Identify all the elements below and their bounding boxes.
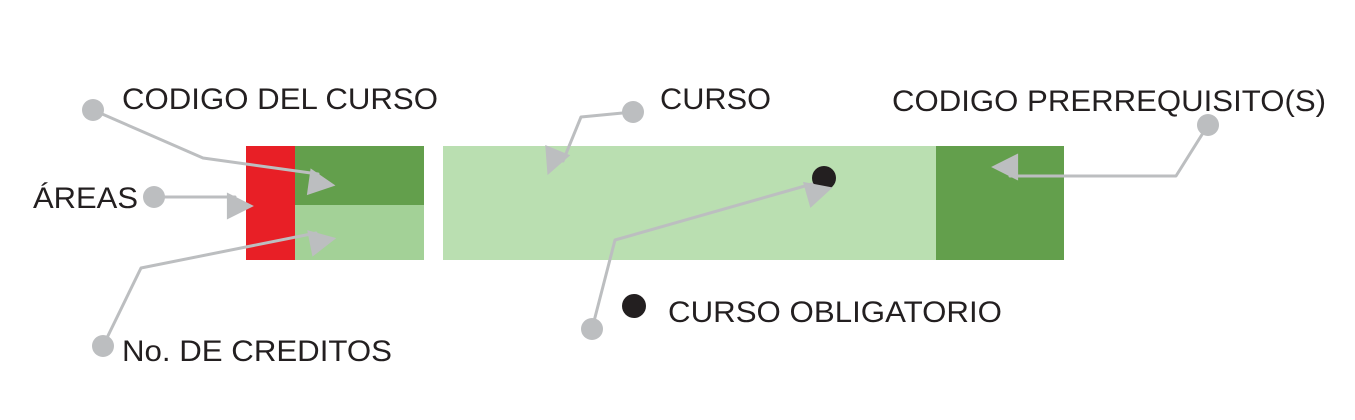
credits-label: No. DE CREDITOS	[122, 335, 392, 368]
course-leader-dot	[622, 101, 644, 123]
course-code-cell	[295, 146, 424, 205]
credits-leader-dot	[92, 335, 114, 357]
prerequisite-code-label: CODIGO PRERREQUISITO(S)	[892, 85, 1326, 118]
course-label: CURSO	[660, 83, 771, 116]
course-code-leader-dot	[82, 99, 104, 121]
prerequisite-leader-line	[991, 123, 1210, 181]
mandatory-label: CURSO OBLIGATORIO	[668, 296, 1002, 329]
mandatory-legend-dot	[622, 294, 646, 318]
course-code-label: CODIGO DEL CURSO	[122, 83, 438, 116]
prerequisite-code-cell	[936, 146, 1064, 260]
course-code-leader-line	[91, 108, 336, 196]
areas-label: ÁREAS	[33, 182, 138, 215]
course-name-cell	[443, 146, 936, 260]
mandatory-leader-line	[590, 181, 833, 331]
mandatory-leader-dot	[581, 318, 603, 340]
credits-leader-line	[101, 230, 337, 348]
prerequisite-leader-dot	[1197, 114, 1219, 136]
areas-leader-dot	[143, 186, 165, 208]
course-leader-line	[545, 110, 635, 176]
mandatory-marker-dot	[812, 166, 836, 190]
